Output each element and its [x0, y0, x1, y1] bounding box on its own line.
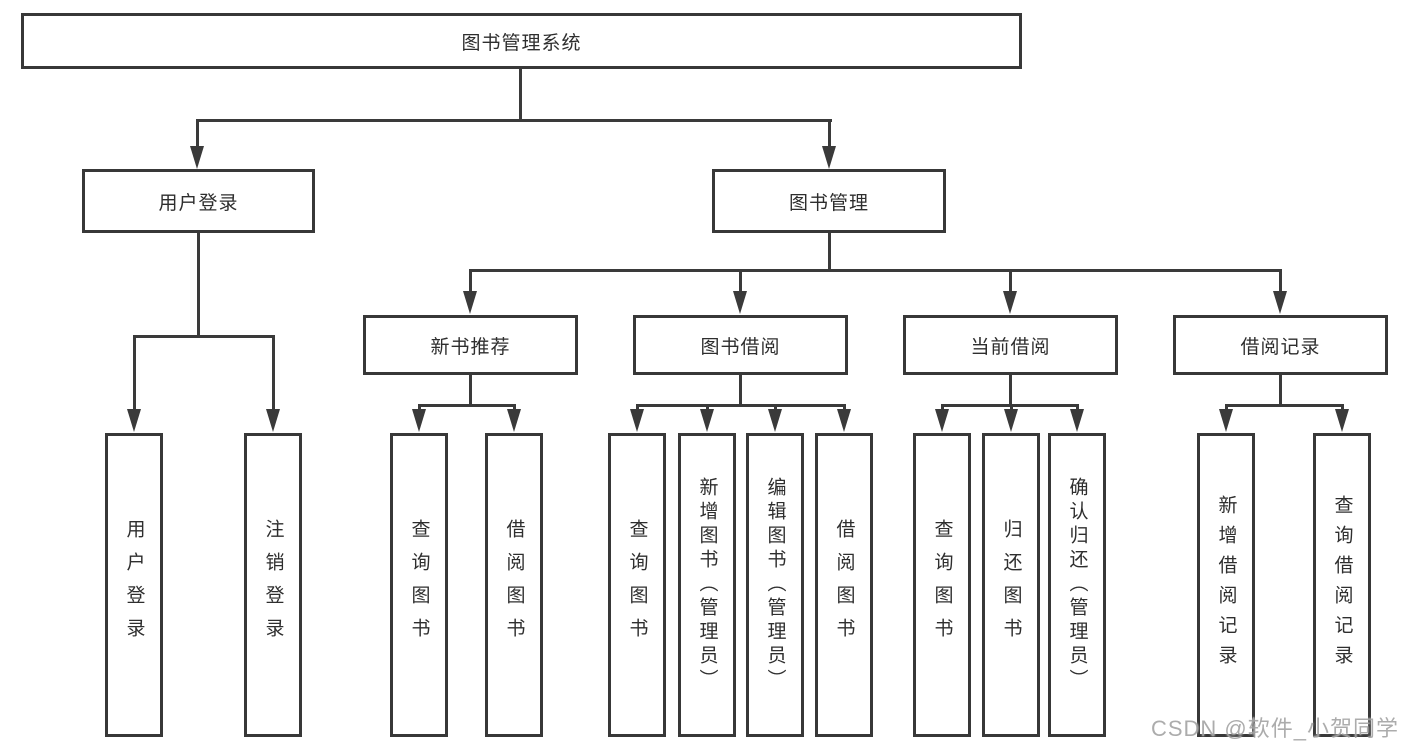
connector-line	[739, 269, 742, 293]
arrow-down-icon	[822, 146, 836, 169]
node-label: 借阅记录	[1240, 336, 1321, 358]
node-leaf-return-books: 归还图书	[982, 433, 1040, 737]
connector-line	[418, 404, 516, 407]
node-library-system: 图书管理系统	[21, 13, 1022, 69]
node-label: 查询图书	[408, 519, 430, 651]
node-label: 归还图书	[1000, 519, 1022, 651]
arrow-down-icon	[837, 409, 851, 432]
connector-line	[1225, 404, 1344, 407]
connector-line	[519, 69, 522, 122]
connector-line	[1009, 269, 1012, 293]
arrow-down-icon	[1219, 409, 1233, 432]
node-leaf-edit-books-admin: 编辑图书（管理员）	[746, 433, 804, 737]
connector-line	[1341, 404, 1344, 411]
node-current-borrow: 当前借阅	[903, 315, 1118, 375]
arrow-down-icon	[1273, 291, 1287, 314]
arrow-down-icon	[1003, 291, 1017, 314]
connector-line	[1076, 404, 1079, 411]
arrow-down-icon	[507, 409, 521, 432]
connector-line	[272, 335, 275, 411]
node-label: 新增图书（管理员）	[696, 477, 718, 693]
arrow-down-icon	[630, 409, 644, 432]
node-label: 注销登录	[262, 519, 284, 651]
connector-line	[843, 404, 846, 411]
connector-line	[197, 233, 200, 338]
node-leaf-query-books-borrow: 查询图书	[608, 433, 666, 737]
node-label: 用户登录	[158, 192, 239, 214]
arrow-down-icon	[768, 409, 782, 432]
arrow-down-icon	[733, 291, 747, 314]
node-user-login: 用户登录	[82, 169, 315, 233]
connector-line	[636, 404, 846, 407]
connector-line	[469, 269, 472, 293]
node-label: 当前借阅	[970, 336, 1051, 358]
node-leaf-user-login: 用户登录	[105, 433, 163, 737]
connector-line	[774, 404, 777, 411]
connector-line	[513, 404, 516, 411]
node-borrow-records: 借阅记录	[1173, 315, 1388, 375]
arrow-down-icon	[127, 409, 141, 432]
node-leaf-add-books-admin: 新增图书（管理员）	[678, 433, 736, 737]
node-label: 借阅图书	[503, 519, 525, 651]
node-leaf-add-borrow-record: 新增借阅记录	[1197, 433, 1255, 737]
connector-line	[828, 119, 831, 148]
node-book-management: 图书管理	[712, 169, 946, 233]
connector-line	[196, 119, 832, 122]
connector-line	[418, 404, 421, 411]
connector-line	[828, 233, 831, 272]
node-label: 图书借阅	[700, 336, 781, 358]
arrow-down-icon	[266, 409, 280, 432]
node-leaf-logout: 注销登录	[244, 433, 302, 737]
connector-line	[133, 335, 274, 338]
node-label: 用户登录	[123, 519, 145, 651]
csdn-watermark: CSDN @软件_小贺同学	[1150, 716, 1399, 741]
connector-line	[636, 404, 639, 411]
node-leaf-query-borrow-record: 查询借阅记录	[1313, 433, 1371, 737]
connector-line	[469, 269, 1282, 272]
arrow-down-icon	[412, 409, 426, 432]
connector-line	[739, 375, 742, 407]
node-leaf-borrow-books-recommend: 借阅图书	[485, 433, 543, 737]
node-label: 新增借阅记录	[1215, 495, 1237, 675]
node-label: 确认归还（管理员）	[1066, 477, 1088, 693]
connector-line	[196, 119, 199, 148]
arrow-down-icon	[190, 146, 204, 169]
arrow-down-icon	[463, 291, 477, 314]
arrow-down-icon	[1335, 409, 1349, 432]
arrow-down-icon	[700, 409, 714, 432]
connector-line	[1279, 269, 1282, 293]
arrow-down-icon	[1070, 409, 1084, 432]
node-label: 查询借阅记录	[1331, 495, 1353, 675]
connector-line	[469, 375, 472, 407]
connector-line	[133, 335, 136, 411]
connector-line	[1009, 375, 1012, 407]
node-new-book-recommend: 新书推荐	[363, 315, 578, 375]
node-leaf-borrow-books: 借阅图书	[815, 433, 873, 737]
node-label: 编辑图书（管理员）	[764, 477, 786, 693]
node-label: 查询图书	[931, 519, 953, 651]
connector-line	[1225, 404, 1228, 411]
node-label: 查询图书	[626, 519, 648, 651]
arrow-down-icon	[1004, 409, 1018, 432]
node-leaf-query-books-current: 查询图书	[913, 433, 971, 737]
node-book-borrow: 图书借阅	[633, 315, 848, 375]
connector-line	[1279, 375, 1282, 407]
connector-line	[941, 404, 944, 411]
connector-line	[1010, 404, 1013, 411]
node-label: 新书推荐	[430, 336, 511, 358]
arrow-down-icon	[935, 409, 949, 432]
node-leaf-confirm-return-admin: 确认归还（管理员）	[1048, 433, 1106, 737]
node-label: 图书管理	[788, 192, 869, 214]
connector-line	[706, 404, 709, 411]
node-label: 借阅图书	[833, 519, 855, 651]
node-label: 图书管理系统	[461, 32, 582, 54]
node-leaf-query-books-recommend: 查询图书	[390, 433, 448, 737]
